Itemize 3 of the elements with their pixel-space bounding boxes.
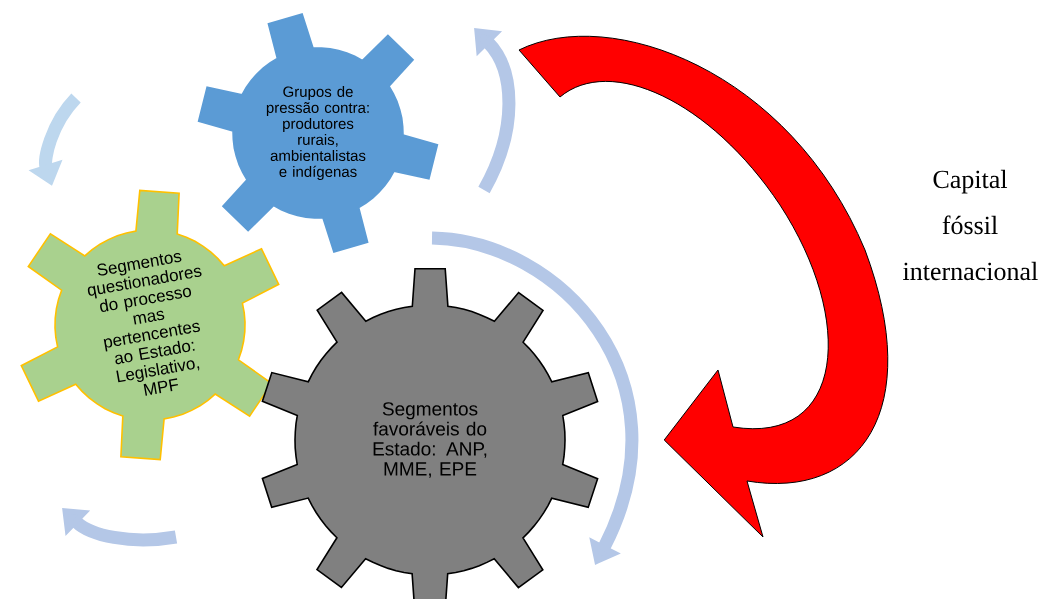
gear: Grupos de pressão contra: produtores rurais, ambientalistas e indígenas xyxy=(197,13,439,253)
gear: Segmentos favoráveis do Estado: ANP, MME, EPE xyxy=(261,267,599,599)
label-text: Capital fóssil internacional xyxy=(903,169,1038,281)
